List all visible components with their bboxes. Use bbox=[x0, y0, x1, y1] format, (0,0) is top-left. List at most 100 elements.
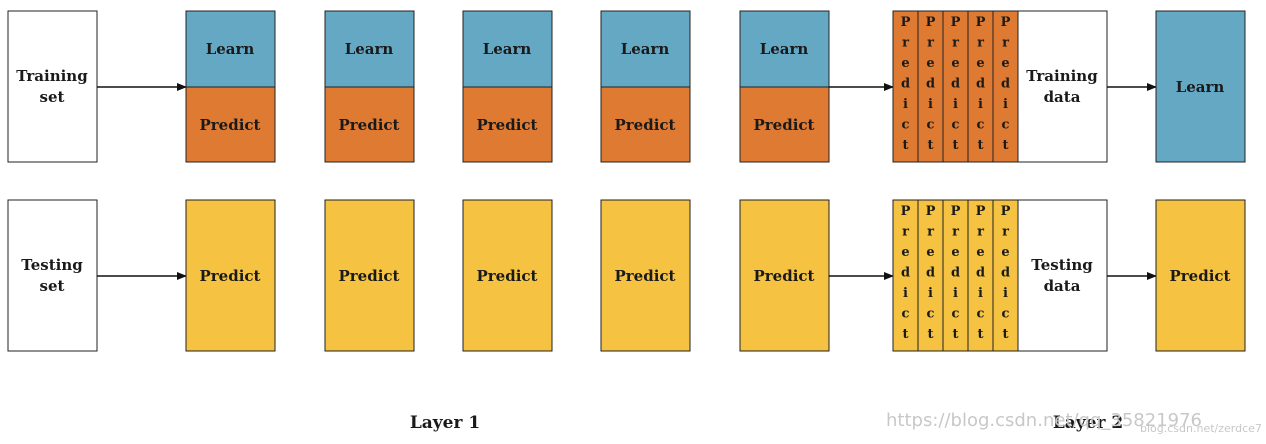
testing-set-box: Testing set bbox=[7, 199, 98, 352]
prediction-letter: P bbox=[951, 204, 961, 219]
prediction-column: Predict bbox=[992, 199, 1019, 352]
prediction-letter: P bbox=[976, 204, 986, 219]
testing-data-label-1: Testing bbox=[1031, 256, 1093, 274]
prediction-letter: e bbox=[1001, 56, 1009, 71]
model-4-train: Learn Predict bbox=[600, 10, 691, 163]
prediction-letter: e bbox=[951, 56, 959, 71]
prediction-letter: i bbox=[978, 97, 983, 112]
prediction-letter: c bbox=[902, 118, 910, 133]
prediction-letter: c bbox=[977, 118, 985, 133]
prediction-letter: t bbox=[902, 138, 908, 153]
learn-label: Learn bbox=[1176, 78, 1225, 96]
model-2-train: Learn Predict bbox=[324, 10, 415, 163]
training-data-label-2: data bbox=[1044, 88, 1081, 106]
prediction-column: Predict bbox=[967, 199, 994, 352]
learn-label: Learn bbox=[345, 40, 394, 58]
model-5-test: Predict bbox=[739, 199, 830, 352]
predict-label: Predict bbox=[754, 116, 815, 134]
prediction-letter: P bbox=[976, 15, 986, 30]
prediction-letter: i bbox=[903, 286, 908, 301]
testing-set-label-1: Testing bbox=[21, 256, 83, 274]
prediction-letter: c bbox=[927, 307, 935, 322]
prediction-letter: t bbox=[902, 327, 908, 342]
prediction-column: Predict bbox=[892, 10, 919, 163]
watermark-text: https://blog.csdn.net/qq_35821976 bbox=[886, 410, 1202, 431]
predict-label: Predict bbox=[615, 116, 676, 134]
training-data-label-1: Training bbox=[1026, 67, 1098, 85]
prediction-letter: c bbox=[1002, 307, 1010, 322]
prediction-letter: i bbox=[928, 97, 933, 112]
prediction-letter: r bbox=[952, 36, 959, 51]
training-data-box: Training data bbox=[1017, 10, 1108, 163]
prediction-letter: c bbox=[902, 307, 910, 322]
model-3-test: Predict bbox=[462, 199, 553, 352]
model-1-test: Predict bbox=[185, 199, 276, 352]
predict-label: Predict bbox=[339, 267, 400, 285]
testing-data-box: Testing data bbox=[1017, 199, 1108, 352]
model-1-train: Learn Predict bbox=[185, 10, 276, 163]
prediction-letter: d bbox=[1001, 77, 1010, 92]
layer-2-label: Layer 2 bbox=[1053, 413, 1123, 433]
predict-label: Predict bbox=[200, 116, 261, 134]
prediction-letter: e bbox=[901, 56, 909, 71]
predict-label: Predict bbox=[754, 267, 815, 285]
prediction-letter: e bbox=[976, 245, 984, 260]
prediction-letter: c bbox=[1002, 118, 1010, 133]
prediction-letter: r bbox=[927, 225, 934, 240]
model-5-train: Learn Predict bbox=[739, 10, 830, 163]
prediction-letter: r bbox=[977, 36, 984, 51]
prediction-letter: d bbox=[951, 77, 960, 92]
prediction-letter: d bbox=[1001, 266, 1010, 281]
prediction-letter: r bbox=[902, 225, 909, 240]
prediction-letter: d bbox=[901, 266, 910, 281]
prediction-letter: P bbox=[926, 15, 936, 30]
prediction-letter: r bbox=[1002, 36, 1009, 51]
prediction-letter: d bbox=[901, 77, 910, 92]
prediction-letter: i bbox=[928, 286, 933, 301]
prediction-letter: P bbox=[951, 15, 961, 30]
layer2-learn-box: Learn bbox=[1155, 10, 1246, 163]
prediction-letter: t bbox=[1002, 327, 1008, 342]
prediction-column: Predict bbox=[892, 199, 919, 352]
testing-set-label-2: set bbox=[40, 277, 65, 295]
prediction-letter: e bbox=[951, 245, 959, 260]
model-4-test: Predict bbox=[600, 199, 691, 352]
prediction-column: Predict bbox=[992, 10, 1019, 163]
learn-label: Learn bbox=[621, 40, 670, 58]
prediction-letter: e bbox=[901, 245, 909, 260]
model-2-test: Predict bbox=[324, 199, 415, 352]
prediction-letter: t bbox=[927, 138, 933, 153]
prediction-letter: c bbox=[977, 307, 985, 322]
prediction-letter: i bbox=[978, 286, 983, 301]
predict-label: Predict bbox=[615, 267, 676, 285]
layer-1-label: Layer 1 bbox=[410, 413, 480, 433]
predict-label: Predict bbox=[1170, 267, 1231, 285]
prediction-letter: P bbox=[926, 204, 936, 219]
prediction-letter: d bbox=[926, 77, 935, 92]
prediction-column: Predict bbox=[942, 199, 969, 352]
prediction-letter: c bbox=[952, 118, 960, 133]
layer2-predict-box: Predict bbox=[1155, 199, 1246, 352]
prediction-letter: t bbox=[977, 138, 983, 153]
training-set-box: Training set bbox=[7, 10, 98, 163]
prediction-column: Predict bbox=[967, 10, 994, 163]
model-3-train: Learn Predict bbox=[462, 10, 553, 163]
prediction-letter: P bbox=[901, 15, 911, 30]
prediction-column: Predict bbox=[917, 10, 944, 163]
learn-label: Learn bbox=[483, 40, 532, 58]
prediction-letter: i bbox=[1003, 286, 1008, 301]
prediction-letter: i bbox=[953, 97, 958, 112]
prediction-letter: r bbox=[902, 36, 909, 51]
prediction-letter: P bbox=[1001, 204, 1011, 219]
prediction-letter: e bbox=[926, 56, 934, 71]
prediction-letter: c bbox=[952, 307, 960, 322]
predict-label: Predict bbox=[477, 267, 538, 285]
prediction-letter: e bbox=[1001, 245, 1009, 260]
watermark-small-text: blog.csdn.net/zerdce7 bbox=[1140, 422, 1262, 435]
prediction-letter: d bbox=[976, 77, 985, 92]
prediction-letter: P bbox=[901, 204, 911, 219]
prediction-column: Predict bbox=[942, 10, 969, 163]
